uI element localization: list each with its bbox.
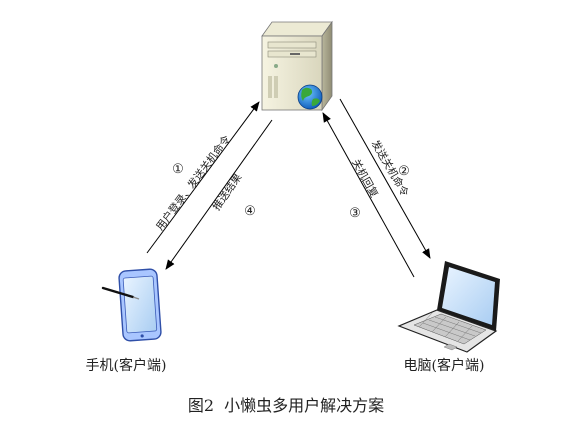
laptop-client-label: 电脑(客户端) (404, 357, 485, 374)
edge-arrow-step3 (322, 112, 415, 278)
step-number-4: ④ (244, 204, 256, 219)
globe-icon (297, 84, 323, 110)
figure-caption: 图2 小懒虫多用户解决方案 (188, 396, 384, 415)
step-number-3: ③ (349, 206, 361, 221)
laptop-icon (397, 261, 500, 353)
step-number-1: ① (172, 162, 184, 177)
step-number-2: ② (398, 164, 410, 179)
edge-arrow-step2 (339, 98, 431, 259)
edge-label-step1: 用户登录、发送关机命令 (153, 132, 233, 232)
tablet-stylus-icon (101, 268, 162, 342)
edge-label-step4: 推送结果 (210, 171, 245, 213)
phone-client-label: 手机(客户端) (86, 357, 167, 374)
server-icon (261, 20, 333, 112)
edge-arrow-step4 (165, 119, 273, 270)
edge-arrow-step1 (146, 101, 260, 254)
